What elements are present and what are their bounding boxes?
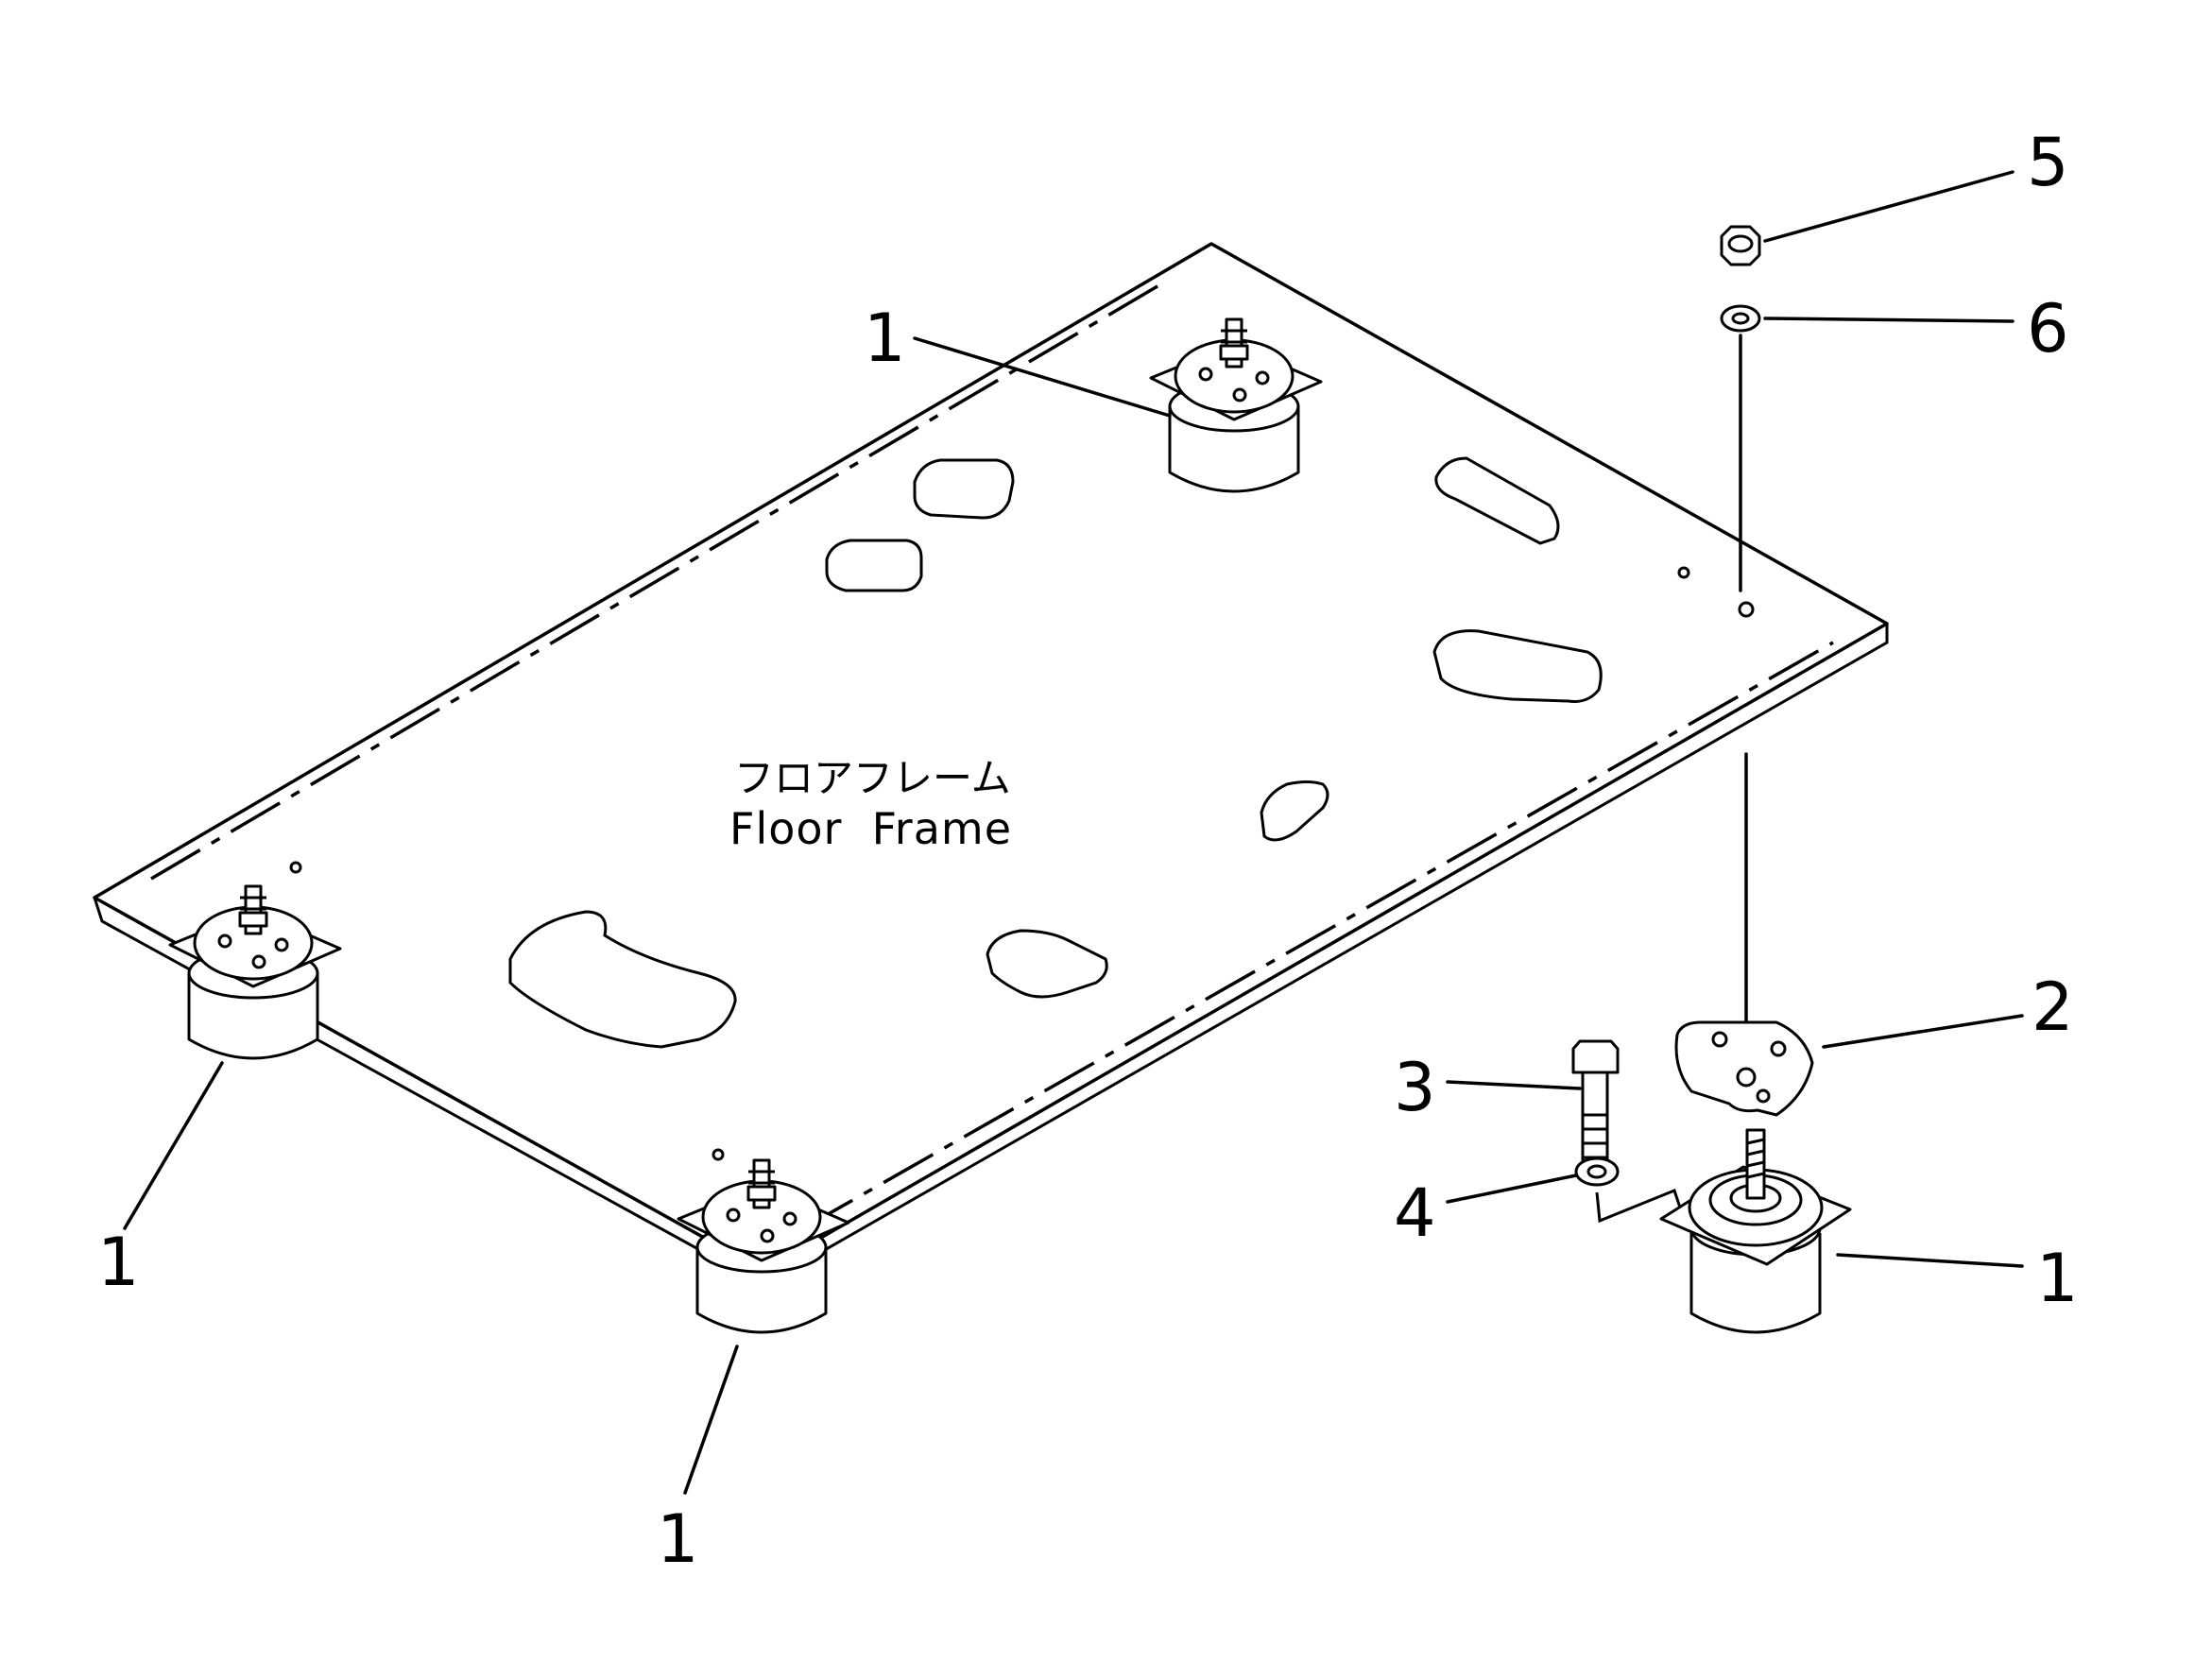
frame-label-english: Floor Frame bbox=[729, 803, 1012, 854]
callout-plate: 2 bbox=[2032, 968, 2074, 1046]
washer-lower bbox=[1574, 1157, 1620, 1187]
callout-mount-bottom: 1 bbox=[657, 1500, 699, 1578]
mount-exploded bbox=[1659, 1128, 1852, 1334]
callout-washer-lower: 4 bbox=[1394, 1174, 1436, 1252]
washer-upper bbox=[1720, 304, 1761, 333]
exploded-assembly bbox=[1571, 225, 1852, 1334]
mount-left bbox=[168, 884, 342, 1060]
frame-label-japanese: フロアフレーム bbox=[734, 755, 1011, 801]
leader-lines bbox=[123, 170, 2024, 1495]
mount-bottom bbox=[677, 1158, 850, 1334]
callout-mount-top: 1 bbox=[864, 300, 906, 377]
bolt bbox=[1571, 1039, 1620, 1174]
plate bbox=[1674, 1020, 1814, 1117]
callout-mount-left: 1 bbox=[97, 1224, 140, 1301]
callout-nut: 5 bbox=[2027, 124, 2069, 201]
callout-mount-exploded: 1 bbox=[2036, 1240, 2079, 1317]
callout-washer-upper: 6 bbox=[2027, 290, 2069, 368]
callout-bolt: 3 bbox=[1394, 1049, 1436, 1126]
mount-top bbox=[1149, 317, 1323, 493]
floor-frame bbox=[93, 242, 1889, 1287]
nut bbox=[1720, 225, 1761, 266]
